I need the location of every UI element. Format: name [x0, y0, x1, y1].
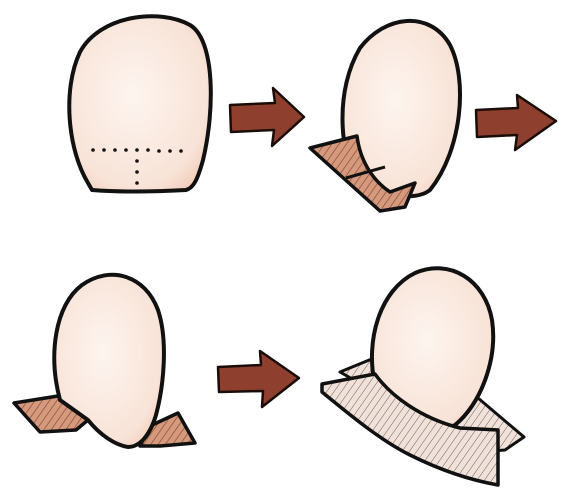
arrow-3: [218, 351, 299, 407]
arrow-1: [230, 88, 304, 146]
arrow-2: [476, 95, 556, 150]
step-3-paper: [14, 275, 195, 447]
step-2-paper: [310, 21, 460, 211]
step-4-paper: [322, 268, 524, 485]
step-1-paper: [69, 16, 211, 191]
